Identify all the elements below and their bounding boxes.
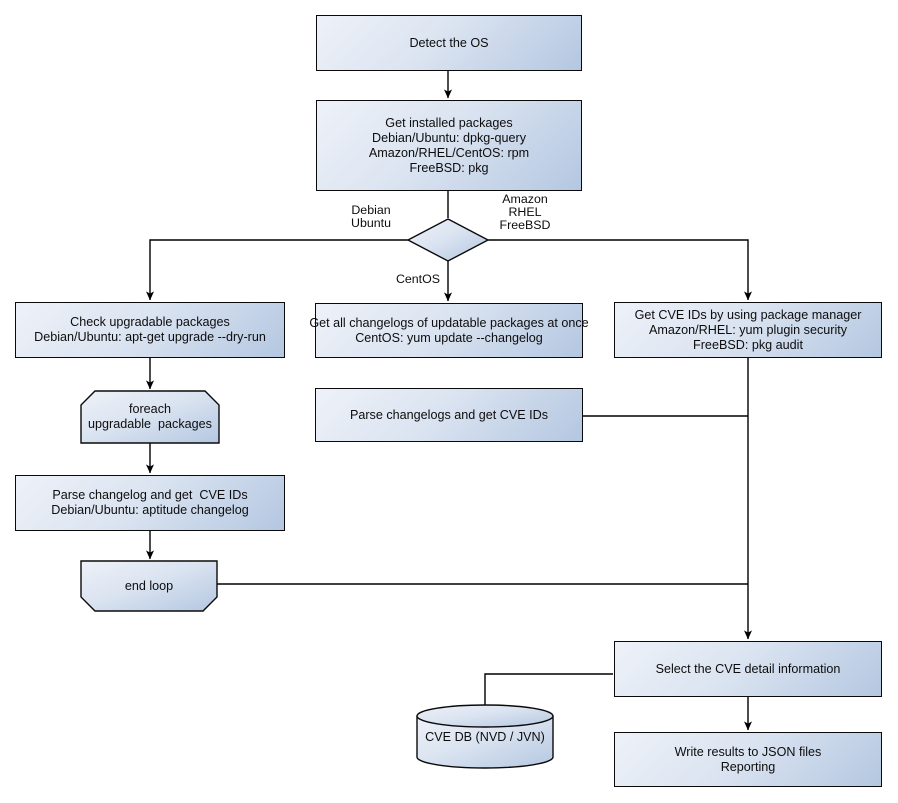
node-get-all-changelogs: Get all changelogs of updatable packages… xyxy=(309,303,589,358)
node-check-upgradable-packages: Check upgradable packages Debian/Ubuntu:… xyxy=(15,302,285,358)
node-foreach-loop-label: foreach upgradable packages xyxy=(88,402,212,431)
edge-label-centos: CentOS xyxy=(395,272,441,286)
decision-os-diamond xyxy=(406,218,490,262)
loop-end-shape xyxy=(80,560,218,612)
node-parse-changelogs-mid: Parse changelogs and get CVE IDs xyxy=(315,388,583,442)
node-detect-os: Detect the OS xyxy=(316,15,582,71)
connector-lines xyxy=(146,71,752,731)
database-cylinder xyxy=(416,704,554,769)
node-cve-db-label: CVE DB (NVD / JVN) xyxy=(425,729,545,744)
edge-label-debian-ubuntu: Debian Ubuntu xyxy=(351,203,391,230)
node-select-cve-detail: Select the CVE detail information xyxy=(614,641,882,697)
database-cylinder-top xyxy=(416,704,554,728)
edge-decision-to-get-cve-ids xyxy=(488,239,752,301)
node-parse-changelog-left: Parse changelog and get CVE IDs Debian/U… xyxy=(15,475,285,531)
database-cylinder-body xyxy=(416,715,554,769)
node-end-loop-label: end loop xyxy=(124,578,174,593)
node-get-installed-packages: Get installed packages Debian/Ubuntu: dp… xyxy=(316,100,582,191)
edge-cvedb-to-select xyxy=(484,673,613,706)
edge-label-amazon-rhel-freebsd: Amazon RHEL FreeBSD xyxy=(499,192,551,232)
node-get-cve-ids-pkg-mgr: Get CVE IDs by using package manager Ama… xyxy=(614,302,882,358)
edge-decision-to-check-upgradable xyxy=(146,239,408,301)
loop-start-shape xyxy=(80,390,220,444)
node-write-results-reporting: Write results to JSON files Reporting xyxy=(614,732,882,787)
